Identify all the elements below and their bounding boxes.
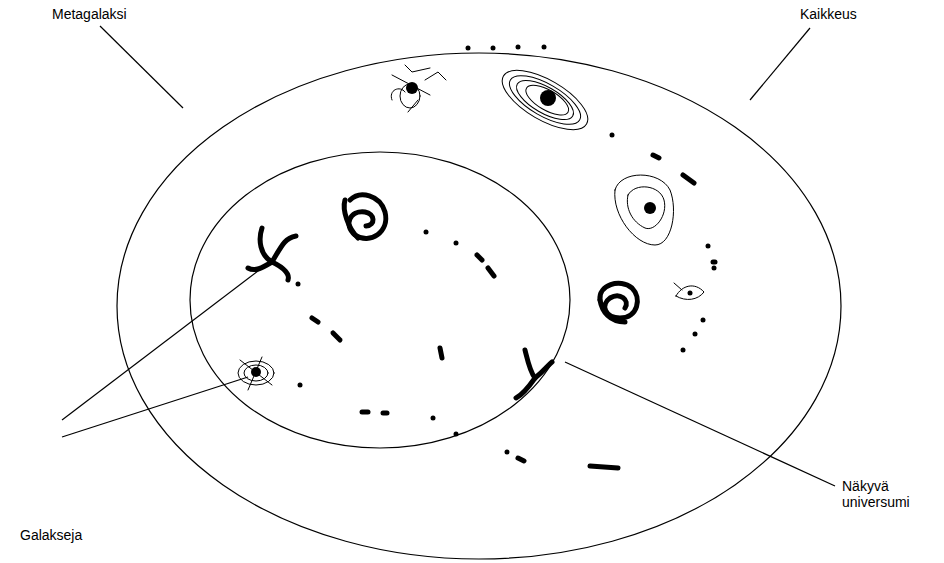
leader-line (62, 377, 248, 437)
leader-line (62, 258, 275, 420)
callout-label: Kaikkeus (800, 6, 857, 22)
leader-line (565, 362, 835, 486)
leader-line (750, 28, 810, 100)
callout-label: Galakseja (20, 527, 82, 543)
visible-universe-outline (190, 152, 570, 448)
callout-label: Näkyvä universumi (842, 478, 934, 510)
leader-line (100, 26, 183, 108)
universe-outline (117, 53, 841, 559)
galaxies (391, 59, 704, 322)
callout-label: Metagalaksi (52, 6, 127, 22)
distant-galaxies (296, 45, 717, 469)
galaxies (238, 195, 552, 398)
